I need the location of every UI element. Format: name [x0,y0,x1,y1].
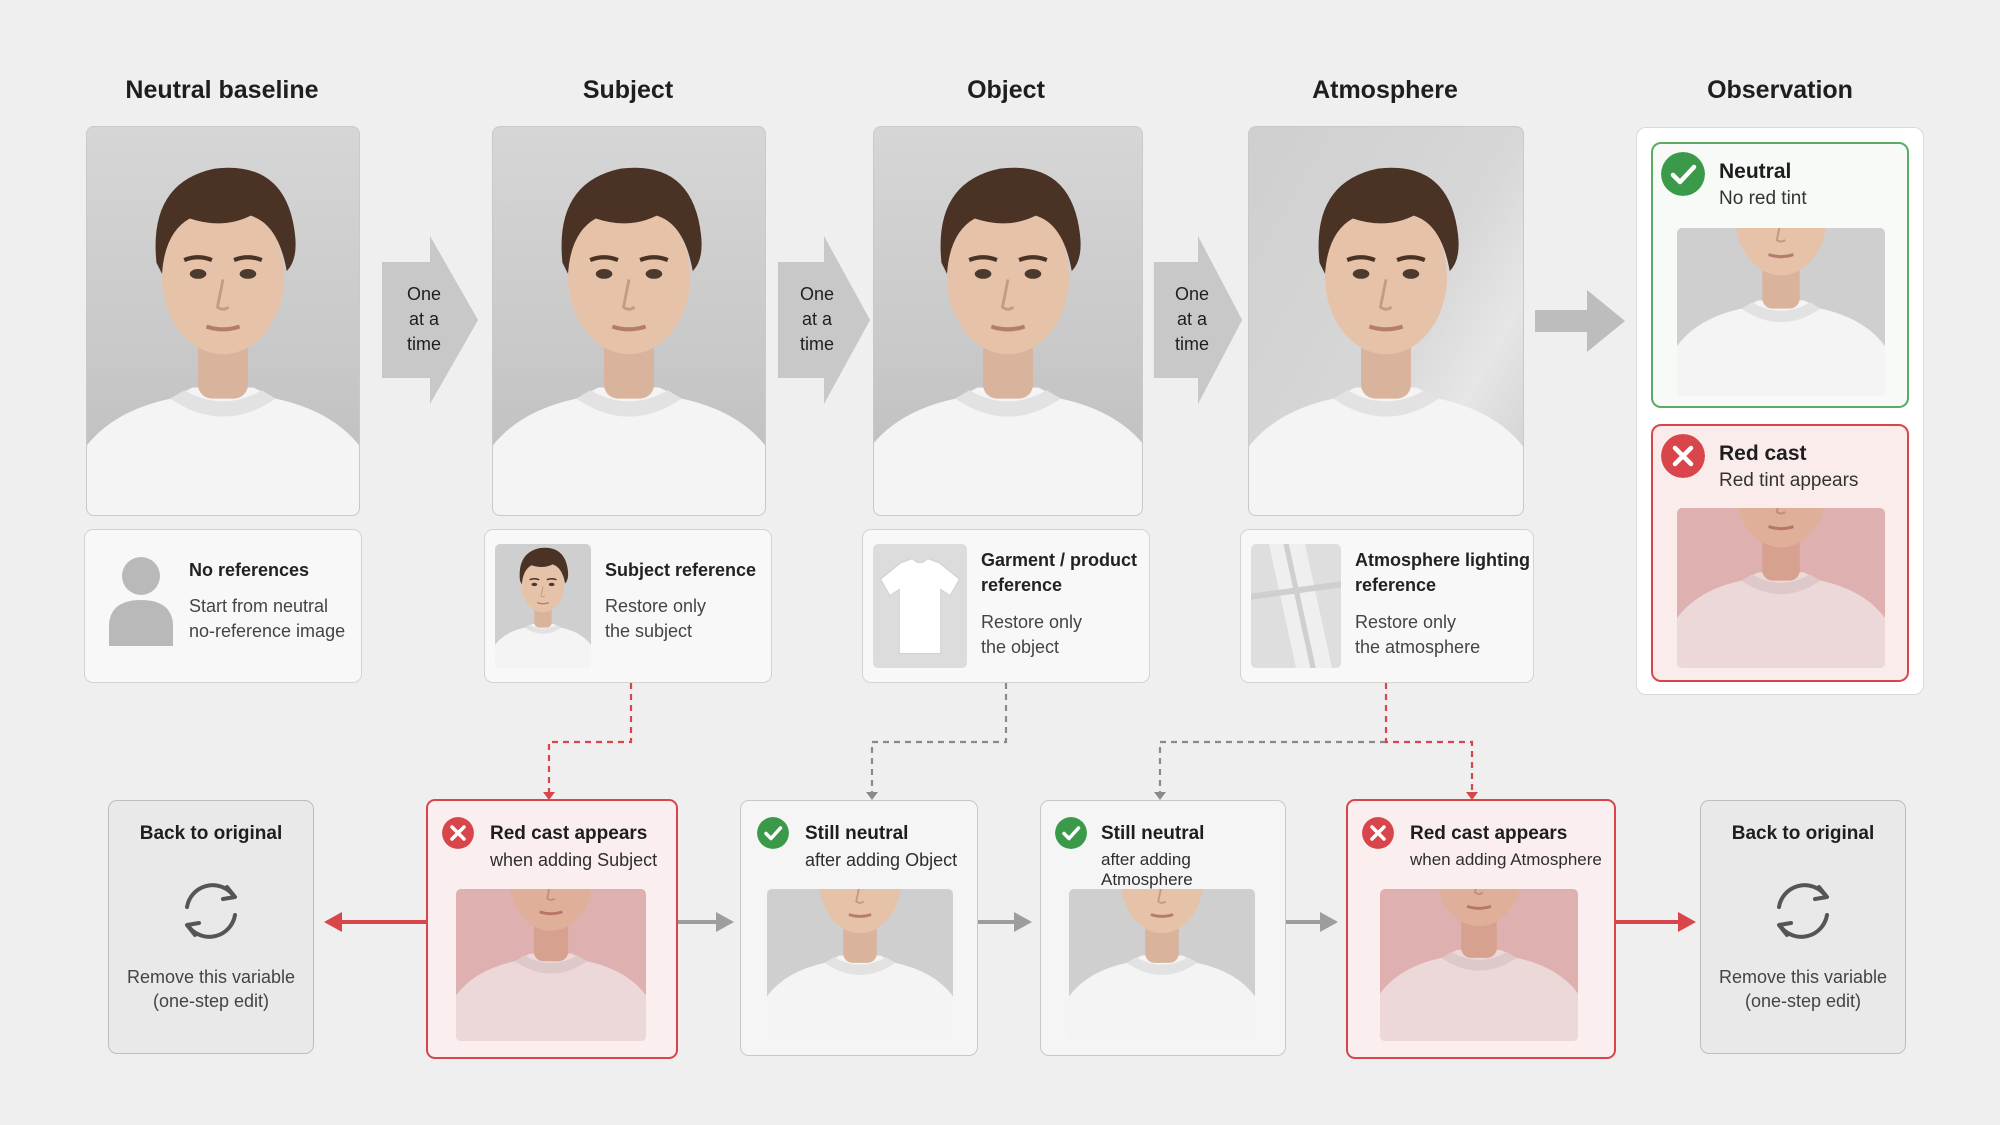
window-light-ref-thumbnail [1251,544,1341,668]
ref-object-desc-2: the object [981,637,1060,657]
step-chevron-1 [382,236,478,404]
back-left-desc-1: Remove this variable [126,967,296,987]
ref-object-title-2: reference [981,575,1063,595]
person-silhouette-icon [109,557,173,646]
observation-red-sub: Red tint appears [1719,470,1859,491]
ref-atmos-desc-1: Restore only [1355,612,1457,632]
column-title-baseline: Neutral baseline [125,76,319,104]
red-atmos-image [1380,889,1578,1041]
back-to-original-left: Back to original Remove this variable (o… [108,800,314,1054]
column-title-atmosphere: Atmosphere [1312,76,1458,104]
to-observation-arrow [1535,290,1625,352]
back-right-desc-1: Remove this variable [1718,967,1888,987]
back-left-desc-2: (one-step edit) [152,991,270,1011]
still-neutral-atmosphere-card: Still neutral after adding Atmosphere [1040,800,1286,1056]
ref-subject-desc-1: Restore only [605,596,707,616]
neutral-object-title: Still neutral [805,823,909,844]
observation-red-title: Red cast [1719,442,1807,465]
check-circle-icon [1055,817,1087,849]
neutral-atmos-sub: after adding Atmosphere [1101,850,1193,889]
observation-neutral-image [1677,228,1885,396]
back-to-original-right: Back to original Remove this variable (o… [1700,800,1906,1054]
column-title-observation: Observation [1707,76,1853,104]
red-subject-title: Red cast appears [490,823,648,844]
red-subject-image [456,889,646,1041]
neutral-atmos-image [1069,889,1255,1041]
x-circle-icon [1362,817,1394,849]
check-circle-icon [757,817,789,849]
tshirt-ref-thumbnail [873,544,967,668]
refresh-cycle-icon [1777,883,1829,939]
x-circle-icon [442,817,474,849]
still-neutral-object-card: Still neutral after adding Object [740,800,978,1056]
ref-box-atmosphere: Atmosphere lighting reference Restore on… [1240,529,1534,683]
observation-panel: Neutral No red tint Red cast Red tint ap… [1636,127,1924,695]
atmosphere-portrait [1248,126,1524,516]
column-title-object: Object [967,76,1045,104]
red-subject-sub: when adding Subject [490,850,658,870]
red-cast-subject-card: Red cast appears when adding Subject [426,799,678,1059]
back-left-title: Back to original [139,823,283,844]
neutral-object-sub: after adding Object [805,850,958,870]
ref-atmos-title-2: reference [1355,575,1437,595]
column-title-subject: Subject [582,76,674,104]
back-right-title: Back to original [1731,823,1875,844]
observation-red-card: Red cast Red tint appears [1651,424,1909,682]
ref-atmos-desc-2: the atmosphere [1355,637,1481,657]
neutral-atmos-title: Still neutral [1101,823,1205,844]
refresh-cycle-icon [185,883,237,939]
step-chevron-3 [1153,236,1243,404]
ref-subject-title: Subject reference [605,560,757,580]
ref-subject-desc-2: the subject [605,621,693,641]
red-atmos-sub: when adding Atmosphere [1410,850,1602,869]
object-portrait [873,126,1143,516]
x-circle-icon [1661,434,1705,478]
ref-object-title-1: Garment / product [981,550,1138,570]
red-cast-atmosphere-card: Red cast appears when adding Atmosphere [1346,799,1616,1059]
step-chevron-2 [777,236,871,404]
ref-box-subject: Subject reference Restore only the subje… [484,529,772,683]
observation-neutral-card: Neutral No red tint [1651,142,1909,408]
ref-none-desc-1: Start from neutral [189,596,329,616]
baseline-portrait [86,126,360,516]
check-circle-icon [1661,152,1705,196]
red-atmos-title: Red cast appears [1410,823,1568,844]
ref-box-object: Garment / product reference Restore only… [862,529,1150,683]
ref-none-title: No references [189,560,310,580]
ref-none-desc-2: no-reference image [189,621,346,641]
neutral-object-image [767,889,953,1041]
observation-neutral-title: Neutral [1719,160,1792,183]
back-right-desc-2: (one-step edit) [1744,991,1862,1011]
subject-portrait [492,126,766,516]
observation-red-image [1677,508,1885,668]
ref-box-none: No references Start from neutral no-refe… [84,529,362,683]
ref-object-desc-1: Restore only [981,612,1083,632]
ref-atmos-title-1: Atmosphere lighting [1355,550,1530,570]
observation-neutral-sub: No red tint [1719,188,1807,209]
subject-ref-thumbnail [495,544,591,668]
